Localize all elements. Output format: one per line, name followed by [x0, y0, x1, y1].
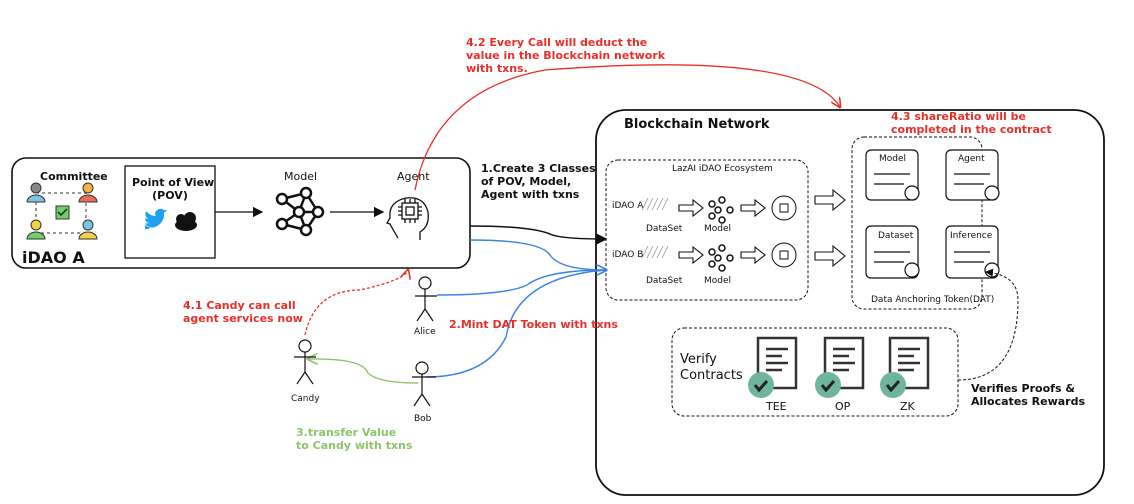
dat-card-agent: Agent: [958, 154, 985, 164]
deduct-arrow: [414, 64, 840, 191]
model-label: Model: [284, 170, 318, 183]
verify-note: Verifies Proofs & Allocates Rewards: [971, 382, 1086, 409]
bob-figure: [412, 361, 436, 407]
step2-annotation: 2.Mint DAT Token with txns: [449, 318, 618, 331]
eco-row-b-model: Model: [704, 276, 732, 286]
neural-network-icon: [275, 186, 325, 237]
verify-title: Verify Contracts: [680, 352, 743, 383]
dataset-icons: [641, 197, 669, 259]
reward-return-arrow: [957, 268, 1019, 381]
dat-cards: [865, 149, 1000, 279]
transfer-arrow: [308, 359, 419, 384]
verify-item-op: OP: [835, 400, 851, 413]
step1-arrow: [469, 225, 608, 245]
idao-title: iDAO A: [22, 248, 85, 267]
contract-doc-icons: [748, 336, 930, 398]
verify-item-tee: TEE: [766, 400, 787, 413]
eco-row-a-label: iDAO A: [612, 201, 644, 211]
ecosystem-box: [605, 159, 809, 301]
step4-2-annotation: 4.2 Every Call will deduct the value in …: [466, 36, 666, 76]
committee-label: Committee: [40, 170, 108, 183]
eco-row-b-label: iDAO B: [612, 250, 644, 260]
bob-label: Bob: [414, 414, 432, 424]
ecosystem-flow-arrows: [678, 188, 846, 268]
cloud-face-icon: [175, 212, 197, 231]
candy-figure: [294, 339, 316, 385]
dat-box: [851, 136, 983, 310]
blockchain-title: Blockchain Network: [624, 117, 770, 132]
eco-agent-icons: [771, 195, 797, 268]
verify-item-zk: ZK: [900, 400, 915, 413]
committee-icon: [26, 182, 98, 240]
step4-1-annotation: 4.1 Candy can call agent services now: [183, 299, 303, 326]
verify-box: [671, 327, 959, 417]
alice-figure: [415, 276, 437, 322]
alice-label: Alice: [414, 327, 436, 337]
dat-card-inference: Inference: [950, 231, 993, 241]
candy-label: Candy: [291, 394, 320, 404]
eco-model-icons: [708, 196, 734, 272]
agent-label: Agent: [397, 170, 430, 183]
eco-row-a-model: Model: [704, 224, 732, 234]
pov-title: Point of View (POV): [132, 176, 215, 203]
pov-box: [124, 165, 216, 259]
dat-caption: Data Anchoring Token(DAT): [871, 295, 995, 305]
agent-head-icon: [386, 197, 429, 240]
ecosystem-title: LazAI iDAO Ecosystem: [672, 164, 773, 174]
dat-card-dataset: Dataset: [878, 231, 914, 241]
eco-row-a-dataset: DataSet: [646, 224, 683, 234]
blockchain-network-box: [595, 109, 1105, 496]
step3-annotation: 3.transfer Value to Candy with txns: [296, 426, 413, 453]
twitter-icon: [145, 208, 167, 230]
dat-card-model: Model: [879, 154, 907, 164]
mint-arrows: [425, 239, 606, 378]
eco-row-b-dataset: DataSet: [646, 276, 683, 286]
candy-call-arrow: [304, 270, 408, 336]
step4-3-annotation: 4.3 shareRatio will be completed in the …: [891, 110, 1052, 137]
step1-annotation: 1.Create 3 Classes of POV, Model, Agent …: [481, 162, 596, 202]
